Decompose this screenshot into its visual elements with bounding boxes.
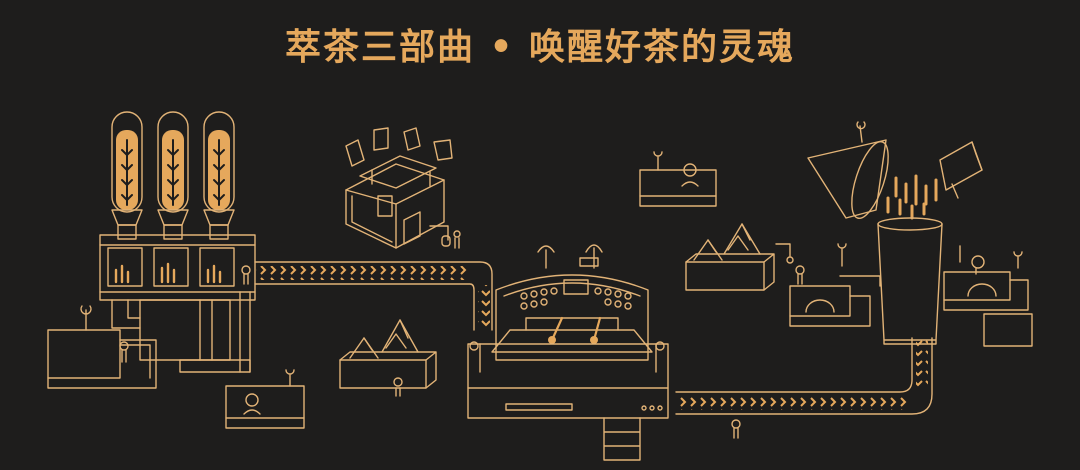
page-title: 萃茶三部曲 • 唤醒好茶的灵魂 — [284, 26, 796, 68]
worker-figure — [241, 265, 251, 285]
worker-figure — [119, 341, 129, 363]
tea-dispenser-machine — [99, 111, 256, 373]
seat-platform-top — [639, 151, 717, 207]
big-cup — [877, 217, 943, 345]
conveyor-belt-right — [675, 337, 933, 415]
tea-tube — [157, 111, 189, 213]
tea-stream — [886, 174, 938, 220]
worker-figure — [731, 419, 741, 439]
console-indicator-lights — [520, 287, 632, 310]
worker-figure — [453, 230, 461, 249]
tea-tube — [111, 111, 143, 213]
dripper — [939, 141, 983, 199]
tilted-cup — [807, 121, 889, 219]
tea-tube — [203, 111, 235, 213]
platform-left — [47, 305, 157, 389]
conveyor-belt-left — [254, 261, 493, 331]
pyramid-platform-right — [685, 223, 794, 291]
pyramid-platform-center — [339, 319, 437, 397]
control-console — [467, 244, 669, 461]
right-platforms — [789, 243, 1033, 347]
seat-platform-bottom — [225, 369, 305, 429]
tea-house — [345, 127, 453, 249]
